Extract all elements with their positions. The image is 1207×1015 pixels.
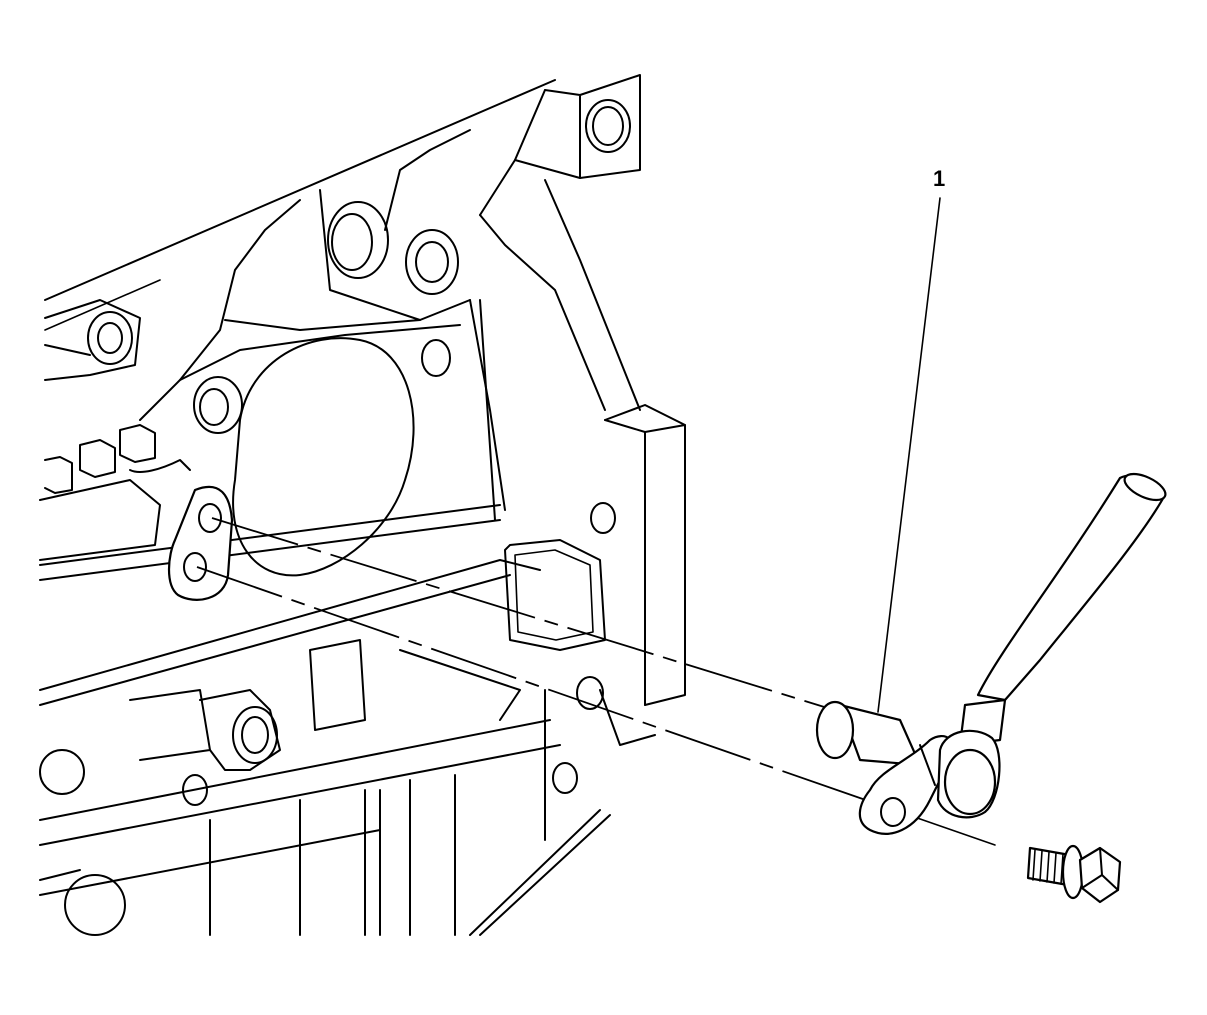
block-mounting-boss xyxy=(167,485,234,601)
callout-1: 1 xyxy=(877,166,945,713)
callout-label-1: 1 xyxy=(933,166,945,191)
sensor-part xyxy=(815,472,1167,835)
bolt xyxy=(1026,844,1122,904)
engine-block xyxy=(39,74,686,936)
